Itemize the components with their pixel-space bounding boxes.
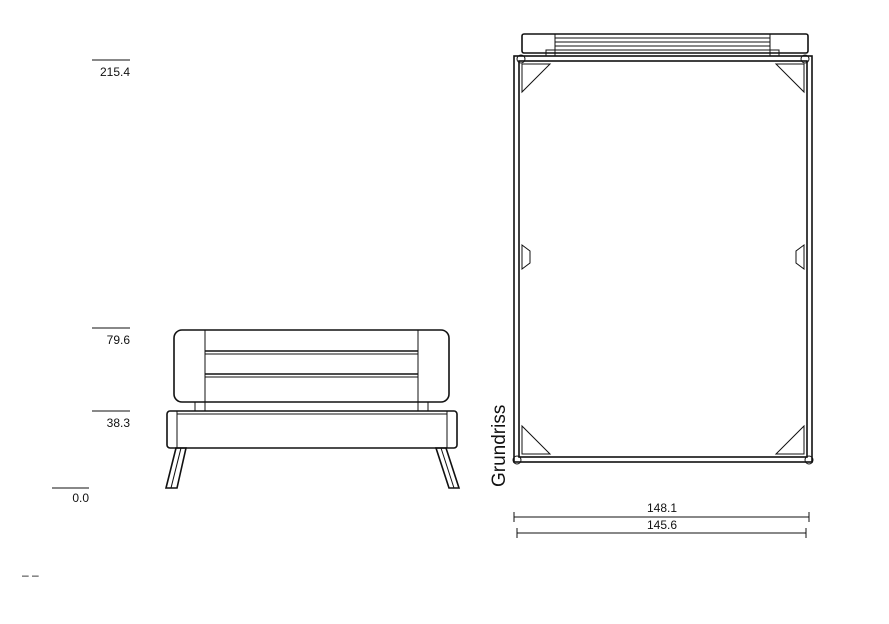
dimension-inner-width: 145.6 bbox=[516, 518, 807, 538]
elevation-marker-headboard: 79.6 bbox=[92, 327, 131, 347]
dimension-inner-label: 145.6 bbox=[647, 518, 677, 532]
bed-frame-rail bbox=[166, 410, 458, 449]
leg-right bbox=[434, 447, 461, 489]
dimension-outer-label: 148.1 bbox=[647, 501, 677, 515]
bed-plan-view bbox=[512, 33, 814, 465]
elevation-label-headboard: 79.6 bbox=[107, 333, 131, 347]
plan-label: Grundriss bbox=[489, 405, 510, 487]
plan-frame-outer bbox=[513, 55, 813, 463]
leg-left bbox=[164, 447, 187, 489]
elevation-marker-top: 215.4 bbox=[92, 59, 130, 79]
plan-headboard bbox=[521, 33, 809, 54]
elevation-label-frame: 38.3 bbox=[107, 416, 131, 430]
plan-frame-inner bbox=[518, 60, 808, 458]
corner-mark: – – bbox=[22, 568, 39, 582]
headboard bbox=[173, 329, 450, 403]
elevation-label-top: 215.4 bbox=[100, 65, 130, 79]
elevation-marker-floor: 0.0 bbox=[52, 487, 89, 505]
elevation-marker-frame: 38.3 bbox=[92, 410, 131, 430]
bed-front-elevation bbox=[164, 329, 461, 489]
dimension-outer-width: 148.1 bbox=[513, 501, 810, 522]
elevation-label-floor: 0.0 bbox=[72, 491, 89, 505]
